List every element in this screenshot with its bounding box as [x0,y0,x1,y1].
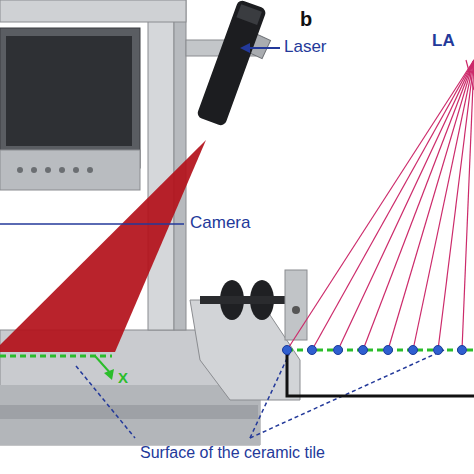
part-label: Surface of the ceramic tile [140,444,325,462]
part-label: Laser [284,38,327,57]
part-label: Camera [190,214,250,233]
part-label: LA [432,32,455,51]
axis-label: X [118,370,128,387]
panel-letter: b [300,8,312,30]
